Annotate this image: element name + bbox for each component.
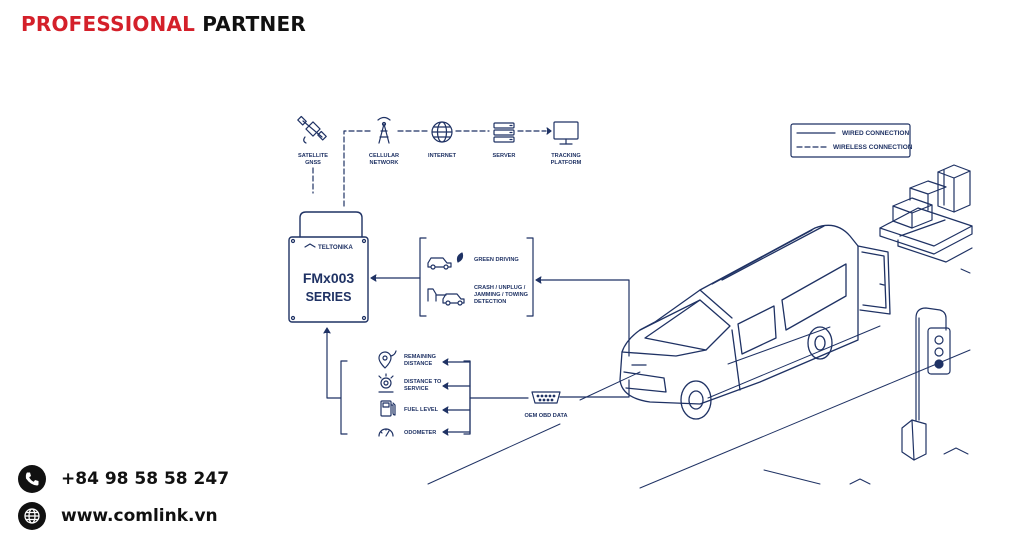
globe-icon xyxy=(18,502,46,530)
legend-wired-label: WIRED CONNECTION xyxy=(842,130,909,137)
distance-to-service-label-2: SERVICE xyxy=(404,386,429,392)
cell-tower-icon xyxy=(377,116,391,144)
features-box xyxy=(419,237,534,317)
road-lines xyxy=(427,268,971,489)
phone-number[interactable]: +84 98 58 58 247 xyxy=(61,469,230,489)
cellular-label-2: NETWORK xyxy=(370,160,399,166)
brand-title-red: PROFESSIONAL xyxy=(21,12,196,36)
device-model: FMx003 xyxy=(303,270,355,286)
internet-label: INTERNET xyxy=(428,153,457,159)
satellite-icon xyxy=(297,115,327,144)
obd-bracket xyxy=(340,358,529,436)
legend-labels: WIRED CONNECTION WIRELESS CONNECTION xyxy=(833,130,913,151)
oem-obd-label: OEM OBD DATA xyxy=(525,413,568,419)
cargo-pallets xyxy=(879,164,973,263)
brand-title: PROFESSIONAL PARTNER xyxy=(21,12,306,36)
obd-connector-icon xyxy=(531,391,561,404)
odometer-icon xyxy=(378,428,394,437)
obd-item-labels: REMAINING DISTANCE DISTANCE TO SERVICE F… xyxy=(404,354,442,436)
website-row: www.comlink.vn xyxy=(18,502,218,530)
monitor-icon xyxy=(553,121,579,145)
location-pin-icon xyxy=(378,350,397,369)
fuel-pump-icon xyxy=(380,400,396,417)
crash-label-2: JAMMING / TOWING xyxy=(474,292,528,298)
crash-label-3: DETECTION xyxy=(474,299,506,305)
satellite-label-1: SATELLITE xyxy=(298,153,328,159)
top-chain-labels: SATELLITE GNSS CELLULAR NETWORK INTERNET… xyxy=(298,153,582,166)
fmx003-device xyxy=(288,211,369,323)
traffic-light xyxy=(901,307,951,461)
satellite-label-2: GNSS xyxy=(305,160,321,166)
phone-icon xyxy=(18,465,46,493)
distance-to-service-label-1: DISTANCE TO xyxy=(404,379,442,385)
van-illustration xyxy=(619,224,891,420)
fuel-level-label: FUEL LEVEL xyxy=(404,407,439,413)
device-brand: TELTONIKA xyxy=(318,244,353,251)
device-series: SERIES xyxy=(306,290,352,304)
legend-wireless-label: WIRELESS CONNECTION xyxy=(833,144,913,151)
phone-row: +84 98 58 58 247 xyxy=(18,465,229,493)
service-gear-icon xyxy=(378,373,394,393)
crash-label-1: CRASH / UNPLUG / xyxy=(474,285,526,291)
device-labels: TELTONIKA FMx003 SERIES xyxy=(303,244,355,304)
tracking-label-1: TRACKING xyxy=(551,153,581,159)
green-driving-label: GREEN DRIVING xyxy=(474,257,519,263)
cellular-label-1: CELLULAR xyxy=(369,153,399,159)
remaining-distance-label-1: REMAINING xyxy=(404,354,436,360)
brand-title-dark: PARTNER xyxy=(202,12,306,36)
legend-box xyxy=(790,123,911,158)
server-label: SERVER xyxy=(493,153,516,159)
website-link[interactable]: www.comlink.vn xyxy=(61,506,218,526)
tracking-label-2: PLATFORM xyxy=(551,160,582,166)
globe-icon xyxy=(431,121,453,143)
feature-labels: GREEN DRIVING CRASH / UNPLUG / JAMMING /… xyxy=(474,257,528,305)
odometer-label: ODOMETER xyxy=(404,430,436,436)
remaining-distance-label-2: DISTANCE xyxy=(404,361,432,367)
server-icon xyxy=(493,122,515,143)
